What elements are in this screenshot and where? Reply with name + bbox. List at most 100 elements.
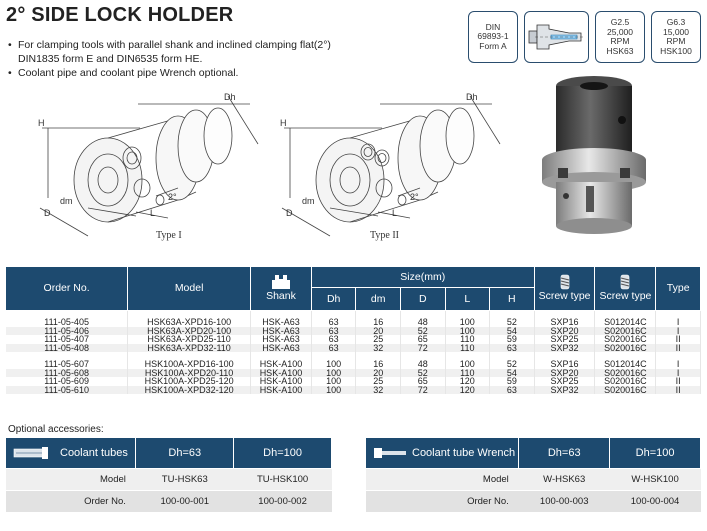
screw-type-cell: SXP25 [534, 377, 596, 386]
spacer-cell [445, 310, 491, 318]
order-no-cell: 111-05-608 [6, 368, 129, 377]
shank-cell: HSK-A100 [250, 377, 312, 386]
spacer-cell [400, 352, 446, 360]
h-cell: 52 [489, 360, 535, 369]
coolant-col-dh100: Dh=100 [233, 438, 332, 468]
d-cell: 48 [400, 360, 446, 369]
screw-code-cell: S020016C [594, 326, 657, 335]
model-cell: HSK63A-XPD32-110 [127, 343, 252, 352]
h-cell: 59 [489, 335, 535, 344]
dim-l-label: L [150, 208, 155, 218]
screw-type-cell: SXP20 [534, 368, 596, 377]
badge-line: RPM [610, 36, 630, 46]
order-no-cell: 111-05-408 [6, 343, 129, 352]
col-screw-type-2: Screw type [594, 267, 657, 311]
spacer-cell [489, 310, 535, 318]
dim-h-label: H [38, 118, 45, 128]
wrench-row-label: Order No. [366, 489, 519, 512]
spacer-cell [355, 352, 401, 360]
order-no-cell: 111-05-407 [6, 335, 129, 344]
optional-accessories-label: Optional accessories: [8, 424, 104, 435]
coolant-row-label: Order No. [6, 489, 136, 512]
screw-type-cell: SXP16 [534, 318, 596, 327]
spacer-cell [594, 310, 657, 318]
wrench-model-63: W-HSK63 [518, 467, 610, 490]
wrench-order-63: 100-00-003 [518, 489, 610, 512]
dm-cell: 32 [355, 385, 401, 394]
type-cell: I [655, 326, 701, 335]
h-cell: 63 [489, 385, 535, 394]
feature-bullet: Coolant pipe and coolant pipe Wrench opt… [8, 66, 331, 80]
order-no-cell: 111-05-406 [6, 326, 129, 335]
type1-label: Type I [156, 230, 182, 241]
type1-drawing: Dh H D dm L 2° Type I [28, 88, 268, 248]
spacer-cell [250, 310, 312, 318]
spacer-cell [6, 310, 129, 318]
spacer-cell [127, 352, 252, 360]
dm-cell: 25 [355, 335, 401, 344]
d-cell: 52 [400, 326, 446, 335]
table-spacer [6, 352, 701, 360]
type-cell: II [655, 343, 701, 352]
spacer-cell [250, 352, 312, 360]
d-cell: 65 [400, 377, 446, 386]
spacer-cell [6, 352, 129, 360]
dm-cell: 25 [355, 377, 401, 386]
screw-type-cell: SXP32 [534, 343, 596, 352]
shank-cell: HSK-A100 [250, 368, 312, 377]
spacer-cell [355, 310, 401, 318]
dim-d-label: D [44, 208, 51, 218]
l-cell: 100 [445, 360, 491, 369]
badge-line: HSK100 [660, 45, 692, 56]
dim-angle-label: 2° [410, 192, 419, 202]
coolant-tubes-title: Coolant tubes [60, 446, 128, 459]
hsk-shank-icon [524, 11, 589, 63]
col-dh: Dh [311, 287, 357, 311]
h-cell: 54 [489, 368, 535, 377]
screw-code-cell: S020016C [594, 368, 657, 377]
col-screw-type-1: Screw type [534, 267, 596, 311]
l-cell: 100 [445, 326, 491, 335]
dim-l-label: L [392, 208, 397, 218]
badge-line: RPM [666, 36, 686, 46]
model-cell: HSK63A-XPD16-100 [127, 318, 252, 327]
dim-dh-label: Dh [224, 92, 236, 102]
screw-icon [621, 274, 630, 290]
din-badge: DIN 69893-1 Form A [468, 11, 518, 63]
badge-line: 15,000 [663, 26, 689, 37]
dh-cell: 63 [311, 318, 357, 327]
screw-code-cell: S020016C [594, 343, 657, 352]
coolant-tubes-table: Coolant tubes Dh=63 Dh=100 Model TU-HSK6… [6, 438, 332, 512]
type-cell: I [655, 318, 701, 327]
spacer-cell [534, 310, 596, 318]
screw-type-cell: SXP16 [534, 360, 596, 369]
g63-balance-badge: G6.3 15,000 RPM HSK100 [651, 11, 701, 63]
screw-header-label: Screw type [538, 290, 591, 303]
col-size-group: Size(mm) [311, 267, 535, 288]
d-cell: 72 [400, 343, 446, 352]
l-cell: 110 [445, 335, 491, 344]
coolant-row-label: Model [6, 467, 136, 490]
shank-cell: HSK-A100 [250, 360, 312, 369]
wrench-model-100: W-HSK100 [609, 467, 701, 490]
spacer-cell [655, 310, 701, 318]
col-shank: Shank [250, 267, 312, 311]
d-cell: 48 [400, 318, 446, 327]
wrench-header: Coolant tube Wrench [366, 438, 520, 468]
screw-code-cell: S020016C [594, 377, 657, 386]
dh-cell: 100 [311, 385, 357, 394]
dm-cell: 20 [355, 326, 401, 335]
coolant-model-63: TU-HSK63 [135, 467, 234, 490]
shank-cell: HSK-A63 [250, 335, 312, 344]
wrench-col-dh63: Dh=63 [518, 438, 611, 468]
model-cell: HSK63A-XPD25-110 [127, 335, 252, 344]
type-cell: I [655, 368, 701, 377]
shank-header-label: Shank [266, 290, 296, 303]
dim-angle-label: 2° [168, 192, 177, 202]
spec-table: Order No. Model Shank Size(mm) Screw typ… [6, 267, 701, 394]
dm-cell: 32 [355, 343, 401, 352]
feature-list: For clamping tools with parallel shank a… [8, 38, 331, 80]
